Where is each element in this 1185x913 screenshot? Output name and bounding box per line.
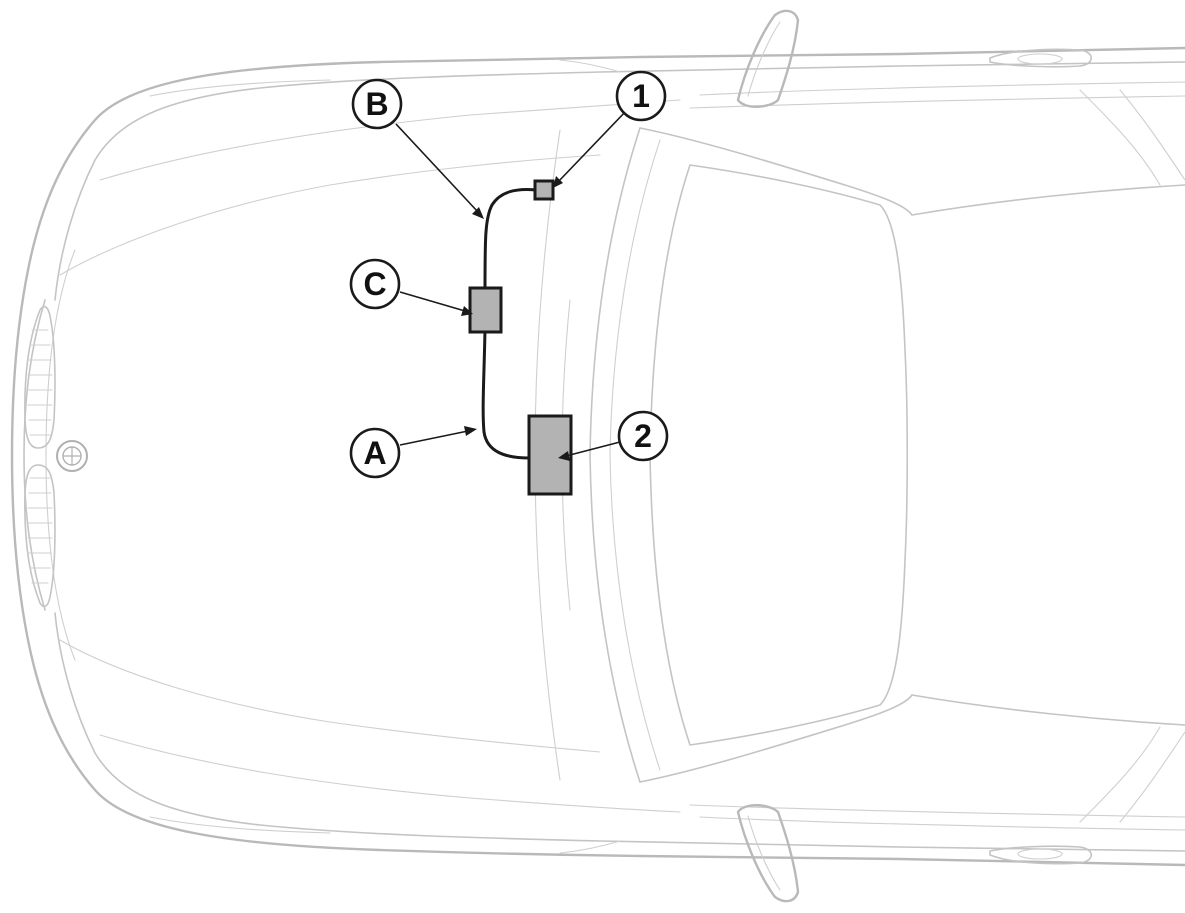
badge-icon [56, 440, 88, 472]
callout-b: B [351, 78, 403, 130]
callout-a-label: A [363, 435, 386, 471]
callout-1-label: 1 [632, 78, 650, 114]
callout-a: A [349, 427, 401, 479]
component-c [468, 286, 503, 334]
callout-c-label: C [363, 266, 386, 302]
callout-2: 2 [617, 410, 669, 462]
component-1 [533, 179, 555, 201]
callout-2-label: 2 [634, 418, 652, 454]
leader-lines [395, 109, 628, 461]
car-outline [10, 9, 1185, 903]
wiring-harness-a [481, 328, 532, 460]
wiring-harness-b [483, 188, 538, 292]
callout-1: 1 [615, 70, 667, 122]
callout-c: C [349, 258, 401, 310]
callout-b-label: B [365, 86, 388, 122]
